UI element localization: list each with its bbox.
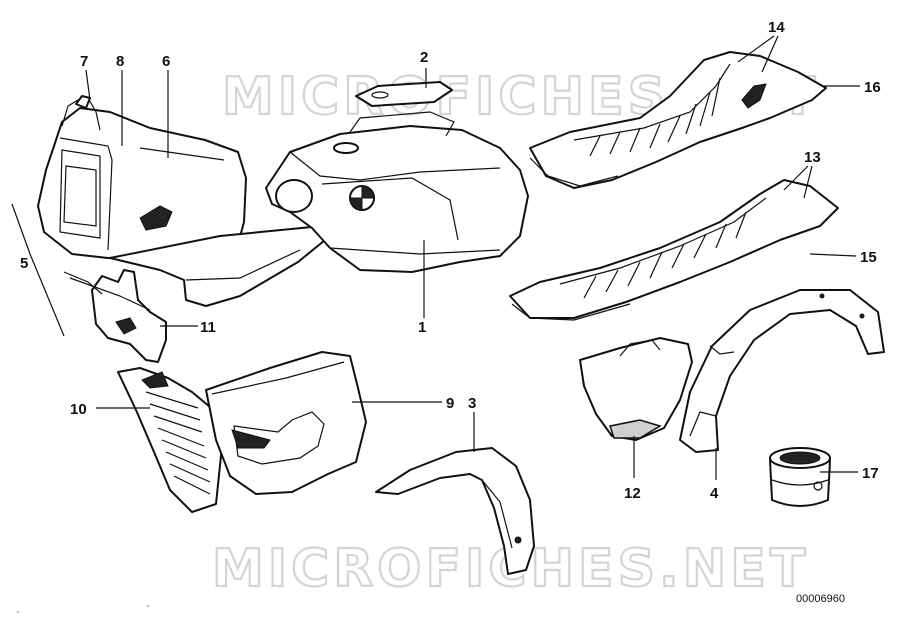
callout-1: 1 [418,319,426,336]
bracket-part-11 [63,269,167,363]
callout-8: 8 [116,53,124,70]
callout-11: 11 [200,319,216,336]
lower-fairing-panel [109,225,331,307]
callout-14: 14 [768,19,785,36]
solo-seat-part-14 [529,51,827,189]
speck [147,605,149,607]
leader-lines [85,35,860,480]
callout-12: 12 [624,485,641,502]
side-panel-part-12 [579,337,693,441]
callout-9: 9 [446,395,454,412]
callout-4: 4 [710,485,719,502]
callout-13: 13 [804,149,821,166]
rear-fender-part-4 [679,289,885,453]
group-bracket-5 [11,203,65,337]
callout-6: 6 [162,53,170,70]
fairing-part [37,95,247,259]
tank-pad-part-2 [355,81,453,107]
diagram-number: 00006960 [796,593,845,605]
fuel-tank-part-1 [265,111,529,273]
callout-10: 10 [70,401,87,418]
callout-15: 15 [860,249,877,266]
callout-2: 2 [420,49,428,66]
speck [17,611,19,613]
callout-3: 3 [468,395,476,412]
callout-5: 5 [20,255,28,272]
callout-17: 17 [862,465,879,482]
dual-seat-part-13 [509,179,839,321]
callout-7: 7 [80,53,88,70]
callout-16: 16 [864,79,881,96]
grille-part-10 [117,367,223,513]
side-cover-part-9 [205,351,367,495]
reflector-part-17 [769,447,831,507]
